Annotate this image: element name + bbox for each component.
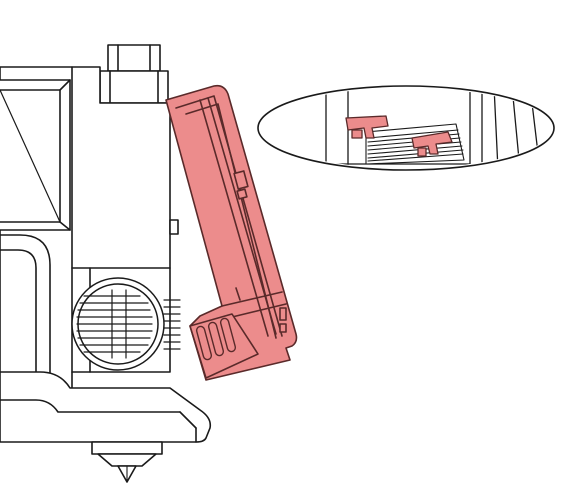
printhead-body [0, 44, 179, 391]
hinged-cover [165, 84, 298, 381]
latch-detail [257, 85, 555, 171]
top-connector [99, 44, 169, 104]
base-plate [0, 371, 212, 443]
viewing-window [0, 79, 71, 231]
tube [0, 234, 51, 381]
side-tab [169, 219, 179, 235]
nozzle-tip [91, 441, 163, 483]
cooling-fan [71, 277, 181, 371]
